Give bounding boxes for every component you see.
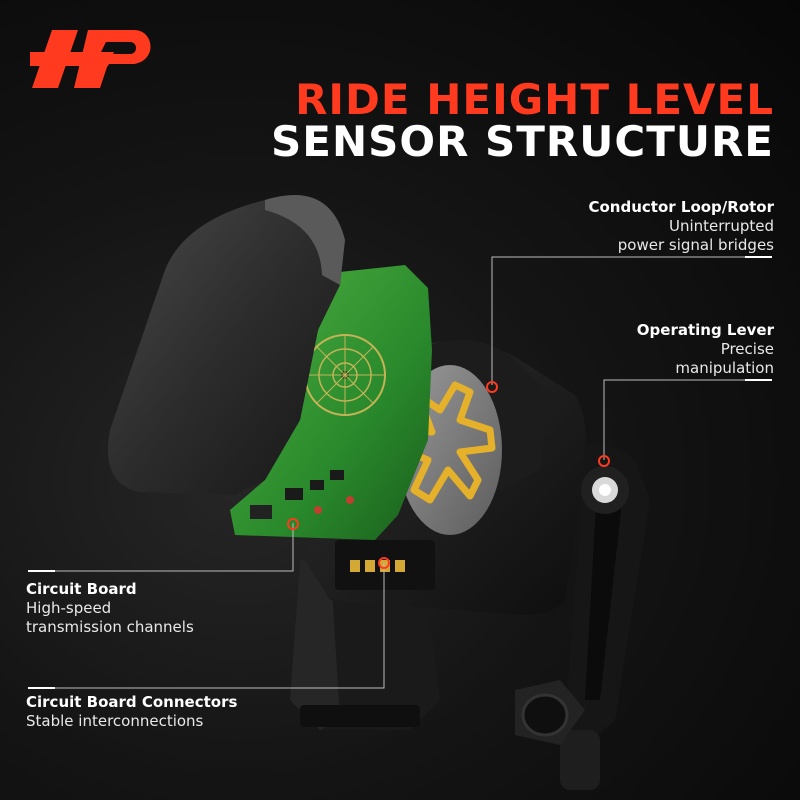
callout-circuit-board: Circuit Board High-speed transmission ch… [26,580,194,637]
headline-line-1: RIDE HEIGHT LEVEL [295,75,774,124]
callout-desc: Uninterrupted [669,217,774,235]
callout-title: Circuit Board Connectors [26,693,238,711]
callout-desc: High-speed [26,599,112,617]
callout-title: Conductor Loop/Rotor [588,198,774,216]
a-premium-logo-icon [30,30,151,88]
callout-desc: transmission channels [26,618,194,636]
sensor-top-cover [108,195,345,495]
callout-conductor-rotor: Conductor Loop/Rotor Uninterrupted power… [588,198,774,255]
operating-lever-arm [515,444,650,790]
callout-title: Circuit Board [26,580,137,598]
callout-leader-lines [28,256,745,689]
callout-target-markers [287,381,610,569]
callout-board-connectors: Circuit Board Connectors Stable intercon… [26,693,237,731]
callout-operating-lever: Operating Lever Precise manipulation [637,321,774,378]
headline-line-2: SENSOR STRUCTURE [271,117,774,166]
callout-desc: power signal bridges [617,236,774,254]
callout-dash-markers [28,256,772,689]
headline: RIDE HEIGHT LEVEL SENSOR STRUCTURE [271,78,774,164]
callout-title: Operating Lever [636,321,774,339]
callout-desc: Stable interconnections [26,712,204,730]
callout-desc: manipulation [675,359,774,377]
callout-desc: Precise [720,340,774,358]
